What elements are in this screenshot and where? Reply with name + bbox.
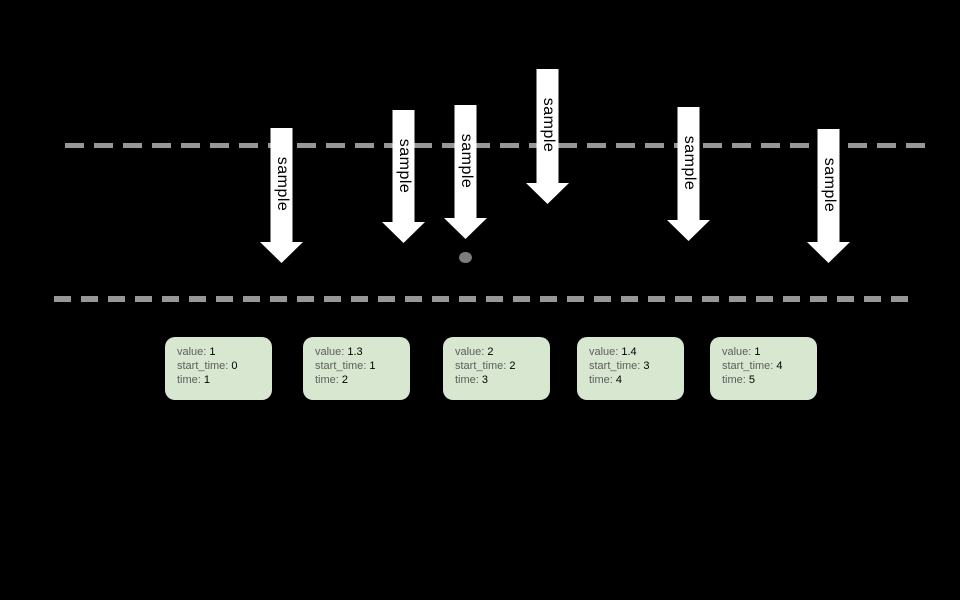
field-label: value: — [455, 346, 485, 358]
field-label: value: — [589, 346, 619, 358]
arrow-down-icon — [382, 110, 425, 243]
sample-arrow-3: sample — [444, 105, 487, 239]
sample-arrow-label: sample — [680, 135, 698, 191]
sample-box-4: value:1.4 start_time:3 time:4 — [577, 337, 684, 400]
start-time-field: start_time:2 — [455, 359, 538, 373]
field-value: 4 — [615, 374, 622, 386]
field-label: value: — [722, 346, 752, 358]
field-value: 4 — [776, 360, 783, 372]
field-label: time: — [589, 374, 613, 386]
field-label: time: — [722, 374, 746, 386]
arrow-down-icon — [260, 128, 303, 263]
field-value: 0 — [231, 360, 238, 372]
arrow-down-icon — [667, 107, 710, 241]
value-field: value:1 — [177, 345, 260, 359]
sample-box-1: value:1 start_time:0 time:1 — [165, 337, 272, 400]
field-value: 1 — [754, 346, 761, 358]
field-label: start_time: — [315, 360, 367, 372]
field-value: 2 — [509, 360, 516, 372]
sample-box-3: value:2 start_time:2 time:3 — [443, 337, 550, 400]
time-field: time:4 — [589, 373, 672, 387]
sample-arrow-label: sample — [395, 138, 413, 194]
start-time-field: start_time:0 — [177, 359, 260, 373]
field-value: 2 — [341, 374, 348, 386]
sample-arrow-4: sample — [526, 69, 569, 204]
field-label: time: — [315, 374, 339, 386]
value-field: value:2 — [455, 345, 538, 359]
sample-arrow-label: sample — [820, 157, 838, 213]
time-field: time:2 — [315, 373, 398, 387]
value-field: value:1.3 — [315, 345, 398, 359]
field-value: 1 — [209, 346, 216, 358]
field-value: 3 — [643, 360, 650, 372]
sample-arrow-label: sample — [273, 156, 291, 212]
field-label: time: — [455, 374, 479, 386]
sample-box-2: value:1.3 start_time:1 time:2 — [303, 337, 410, 400]
sample-arrow-5: sample — [667, 107, 710, 241]
start-time-field: start_time:3 — [589, 359, 672, 373]
field-label: start_time: — [589, 360, 641, 372]
field-label: start_time: — [177, 360, 229, 372]
field-value: 2 — [487, 346, 494, 358]
sample-box-5: value:1 start_time:4 time:5 — [710, 337, 817, 400]
field-label: time: — [177, 374, 201, 386]
value-field: value:1.4 — [589, 345, 672, 359]
dashed-line-bottom — [54, 296, 912, 302]
dashed-line-top — [65, 143, 930, 148]
sample-arrow-1: sample — [260, 128, 303, 263]
field-value: 1 — [203, 374, 210, 386]
field-value: 3 — [481, 374, 488, 386]
sample-point-dot — [459, 252, 472, 263]
field-label: value: — [315, 346, 345, 358]
start-time-field: start_time:4 — [722, 359, 805, 373]
sample-arrow-label: sample — [457, 133, 475, 189]
start-time-field: start_time:1 — [315, 359, 398, 373]
time-field: time:3 — [455, 373, 538, 387]
arrow-down-icon — [444, 105, 487, 239]
field-value: 1.4 — [621, 346, 637, 358]
sample-arrow-label: sample — [539, 97, 557, 153]
field-value: 5 — [748, 374, 755, 386]
field-value: 1.3 — [347, 346, 363, 358]
value-field: value:1 — [722, 345, 805, 359]
time-field: time:5 — [722, 373, 805, 387]
sample-arrow-6: sample — [807, 129, 850, 263]
field-label: start_time: — [455, 360, 507, 372]
arrow-down-icon — [807, 129, 850, 263]
field-value: 1 — [369, 360, 376, 372]
arrow-down-icon — [526, 69, 569, 204]
field-label: start_time: — [722, 360, 774, 372]
time-field: time:1 — [177, 373, 260, 387]
sample-arrow-2: sample — [382, 110, 425, 243]
field-label: value: — [177, 346, 207, 358]
